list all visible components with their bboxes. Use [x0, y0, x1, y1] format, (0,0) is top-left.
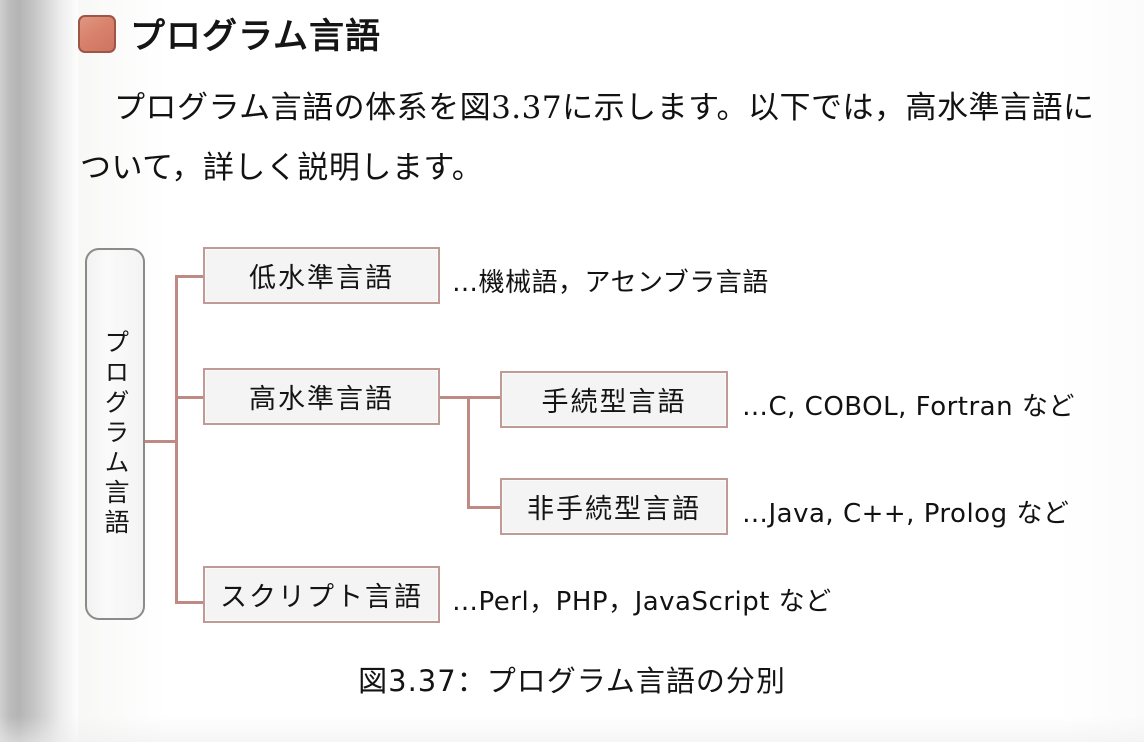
node-script: スクリプト言語 — [203, 566, 440, 623]
node-non-procedural-label: 非手続型言語 — [527, 494, 701, 525]
figure-caption: 図3.37：プログラム言語の分別 — [358, 664, 786, 698]
annotation-script: …Perl，PHP，JavaScript など — [452, 587, 832, 617]
node-procedural: 手続型言語 — [500, 371, 728, 428]
connector-level2-trunk — [467, 396, 470, 508]
node-non-procedural: 非手続型言語 — [500, 478, 728, 535]
diagram-root-node: プログラム言語 — [85, 248, 145, 620]
page-title: プログラム言語 — [130, 17, 381, 57]
connector-to-low-level — [175, 275, 205, 278]
connector-root-stub — [145, 440, 177, 443]
connector-level1-trunk — [175, 275, 178, 604]
square-bullet-icon — [78, 14, 116, 53]
book-spine-shadow — [0, 0, 78, 742]
connector-to-high-level — [175, 396, 205, 399]
connector-to-script — [175, 601, 205, 604]
section-heading: プログラム言語 — [78, 8, 381, 59]
annotation-procedural: …C, COBOL, Fortran など — [742, 392, 1075, 422]
node-procedural-label: 手続型言語 — [541, 387, 687, 418]
node-low-level-label: 低水準言語 — [249, 263, 394, 294]
node-high-level-label: 高水準言語 — [249, 384, 394, 415]
node-low-level: 低水準言語 — [203, 247, 440, 304]
node-script-label: スクリプト言語 — [220, 582, 423, 613]
body-paragraph: プログラム言語の体系を図3.37に示します。以下では，高水準言語について，詳しく… — [80, 78, 1115, 198]
node-high-level: 高水準言語 — [203, 368, 440, 425]
diagram-root-label: プログラム言語 — [101, 329, 130, 539]
annotation-low-level: …機械語，アセンブラ言語 — [452, 268, 769, 298]
connector-to-non-procedural — [467, 506, 502, 509]
connector-to-procedural — [467, 396, 502, 399]
body-paragraph-text: プログラム言語の体系を図3.37に示します。以下では，高水準言語について，詳しく… — [80, 90, 1095, 186]
page-bottom-fade — [0, 716, 1144, 742]
annotation-non-procedural: …Java, C++, Prolog など — [742, 499, 1070, 529]
connector-high-level-stub — [440, 396, 470, 399]
